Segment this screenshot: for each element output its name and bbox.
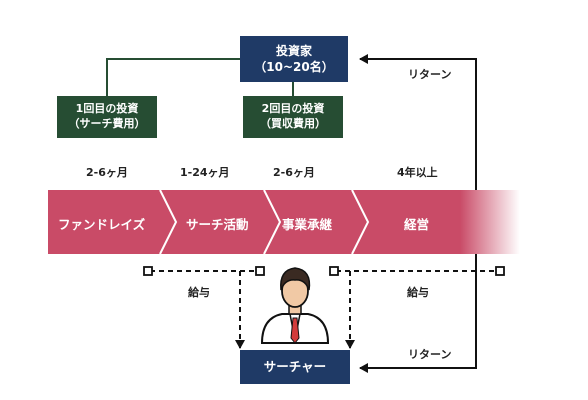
phase-band <box>48 189 520 255</box>
investor-title: 投資家 <box>275 43 312 58</box>
salary-flow-left <box>143 266 265 349</box>
investor-count: （10~20名） <box>254 60 334 74</box>
investment1-box: 1回目の投資 （サーチ費用） <box>57 96 157 138</box>
chevron-divider <box>263 189 282 255</box>
return-label-top: リターン <box>408 68 452 81</box>
return-label-bottom: リターン <box>408 348 452 361</box>
return-arrow-top <box>359 54 477 190</box>
investment1-sub: （サーチ費用） <box>68 117 146 130</box>
searcher-title: サーチャー <box>263 358 327 374</box>
phase-label-search: サーチ活動 <box>186 217 249 232</box>
salary-flow-right <box>329 266 505 349</box>
salary-node <box>143 266 153 276</box>
phase-fundraise-shape <box>48 190 176 254</box>
phase-band-fade <box>460 190 520 254</box>
phase-label-management: 経営 <box>404 217 430 232</box>
chevron-divider <box>351 189 370 255</box>
phase-label-fundraise: ファンドレイズ <box>58 217 146 232</box>
salary-node <box>255 266 265 276</box>
phase-management-shape <box>352 190 460 254</box>
phase-search-shape <box>160 190 280 254</box>
duration-management: 4年以上 <box>397 166 438 179</box>
phase-succession-shape <box>264 190 368 254</box>
duration-fundraise: 2-6ヶ月 <box>86 166 128 179</box>
searcher-box: サーチャー <box>240 350 350 384</box>
salary-node <box>495 266 505 276</box>
salary-label-right: 給与 <box>407 286 429 299</box>
duration-succession: 2-6ヶ月 <box>273 166 315 179</box>
investment2-title: 2回目の投資 <box>261 102 325 116</box>
phase-label-succession: 事業承継 <box>282 217 333 232</box>
investment2-sub: （買収費用） <box>260 117 326 130</box>
searcher-person-icon <box>260 267 330 344</box>
chevron-divider <box>159 189 178 255</box>
investment2-box: 2回目の投資 （買収費用） <box>243 96 343 138</box>
investment1-title: 1回目の投資 <box>75 102 139 116</box>
investor-to-investment1-line <box>106 58 240 96</box>
duration-search: 1-24ヶ月 <box>180 166 230 179</box>
salary-label-left: 給与 <box>188 286 210 299</box>
salary-node <box>329 266 339 276</box>
investor-box: 投資家 （10~20名） <box>240 36 348 82</box>
return-arrow-bottom <box>359 254 477 373</box>
